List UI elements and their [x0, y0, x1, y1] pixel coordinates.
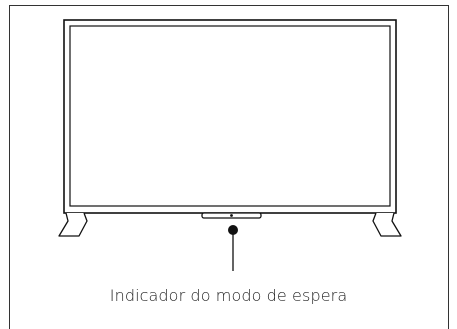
standby-led — [230, 214, 233, 217]
tv-stand-left — [58, 212, 88, 237]
standby-indicator-label: Indicador do modo de espera — [109, 286, 348, 305]
figure-frame — [9, 5, 449, 329]
tv-stand-right — [372, 212, 402, 237]
tv-screen — [69, 25, 391, 207]
